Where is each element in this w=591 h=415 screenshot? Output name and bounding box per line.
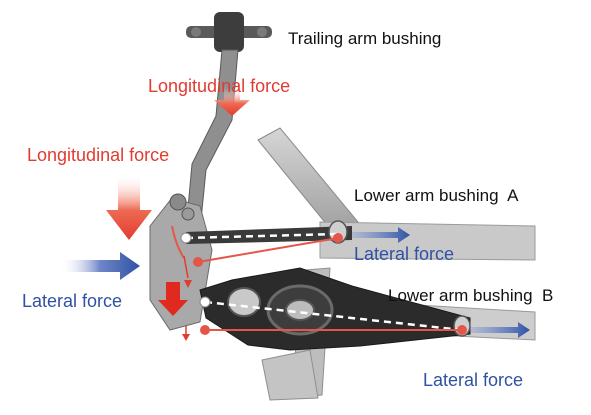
label-longitudinal-force-top: Longitudinal force [148, 76, 291, 96]
trailing-arm-bushing-part [186, 12, 272, 52]
lateral-force-arrow-a [352, 227, 410, 243]
label-longitudinal-force-left: Longitudinal force [27, 145, 170, 165]
label-lower-arm-bushing-b: Lower arm bushing B [388, 286, 554, 305]
vertical-load-arrow [158, 282, 188, 316]
frame-cross-member-upper [319, 221, 536, 261]
longitudinal-force-arrow-top [214, 88, 250, 116]
force-link-dots [193, 233, 467, 335]
suspension-assembly [149, 12, 536, 401]
label-lateral-force-b: Lateral force [423, 370, 524, 390]
arm-a-centerline [185, 232, 339, 240]
label-lateral-force-a: Lateral force [354, 244, 455, 264]
longitudinal-force-arrow-left [106, 174, 152, 240]
label-lower-arm-bushing-a: Lower arm bushing A [354, 186, 519, 205]
label-trailing-arm-bushing: Trailing arm bushing [288, 29, 442, 48]
lateral-force-arrow-b [470, 322, 530, 338]
frame-diagonal-member [257, 127, 359, 237]
knuckle-hub-carrier [149, 197, 213, 331]
force-link-lines [171, 225, 462, 331]
small-red-arrows [182, 255, 192, 341]
label-lateral-force-left: Lateral force [22, 291, 123, 311]
lower-arm-a [186, 226, 352, 244]
lateral-force-arrow-left [60, 252, 140, 280]
pivot-dots [180, 232, 211, 308]
frame-bottom-bracket [261, 349, 319, 401]
